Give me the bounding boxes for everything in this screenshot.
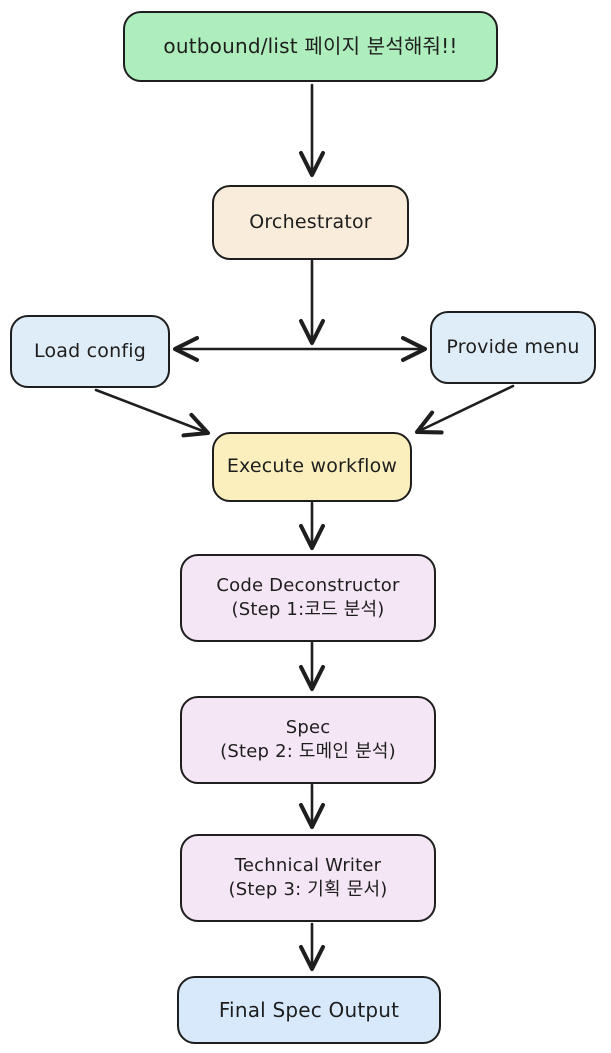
node-final-spec-output: Final Spec Output [177,976,441,1044]
node-spec: Spec (Step 2: 도메인 분석) [180,696,436,784]
node-user-request-label: outbound/list 페이지 분석해줘!! [163,34,458,58]
node-technical-writer-label-line2: (Step 3: 기획 문서) [228,879,388,900]
node-spec-label-line2: (Step 2: 도메인 분석) [220,741,396,762]
node-technical-writer-label-line1: Technical Writer [234,854,382,876]
node-technical-writer: Technical Writer (Step 3: 기획 문서) [180,834,436,922]
node-orchestrator: Orchestrator [212,185,409,260]
node-execute-workflow: Execute workflow [212,432,412,502]
node-code-deconstructor-label-line2: (Step 1:코드 분석) [231,599,385,620]
node-load-config: Load config [10,315,170,388]
arrow-provide-menu-to-execute-workflow [414,384,515,435]
node-provide-menu-label: Provide menu [446,335,580,358]
node-load-config-label: Load config [34,339,146,362]
node-provide-menu: Provide menu [430,311,596,384]
arrow-load-config-to-execute-workflow [94,388,211,438]
node-user-request: outbound/list 페이지 분석해줘!! [123,11,498,82]
node-code-deconstructor-label-line1: Code Deconstructor [216,574,400,596]
node-code-deconstructor: Code Deconstructor (Step 1:코드 분석) [180,554,436,642]
node-execute-workflow-label: Execute workflow [226,455,398,478]
node-spec-label-line1: Spec [285,716,331,738]
node-orchestrator-label: Orchestrator [249,210,372,233]
node-final-spec-output-label: Final Spec Output [218,997,400,1022]
